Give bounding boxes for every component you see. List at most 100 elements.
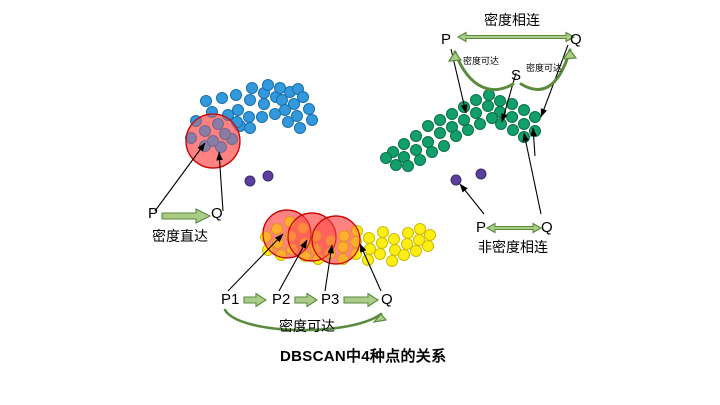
data-point [462, 124, 474, 136]
data-point [389, 244, 401, 256]
series-noise-left [244, 170, 274, 187]
data-point [312, 253, 324, 265]
arrow-density-direct [161, 208, 212, 224]
data-point [390, 159, 402, 171]
data-point [294, 122, 306, 134]
arrow-chain-p2-p3 [294, 292, 319, 308]
leader-lines-blue [154, 142, 224, 212]
data-point [422, 136, 434, 148]
label-p2: P2 [272, 291, 291, 308]
data-point [364, 243, 376, 255]
data-point [306, 114, 318, 126]
data-point [297, 91, 309, 103]
data-point [506, 111, 518, 123]
data-point [279, 104, 291, 116]
series-green-cluster [380, 89, 541, 172]
data-point [200, 95, 212, 107]
label-q-density-direct: Q [211, 205, 223, 222]
data-point [363, 232, 375, 244]
data-point [244, 122, 256, 134]
data-point [243, 111, 255, 123]
data-point [338, 230, 350, 242]
yellow-eps-circle-1-overlay [262, 209, 312, 259]
data-point [274, 82, 286, 94]
data-point [458, 114, 470, 126]
data-point [258, 98, 270, 110]
arrow-chain-p1-p2 [243, 292, 268, 308]
label-p3: P3 [321, 291, 340, 308]
data-point [377, 226, 389, 238]
label-q-chain: Q [381, 291, 393, 308]
data-point [246, 82, 258, 94]
data-point [230, 89, 242, 101]
data-point [446, 108, 458, 120]
data-point [483, 89, 495, 101]
data-point [424, 229, 436, 241]
label-p-not-connected: P [476, 219, 487, 236]
data-point [303, 103, 315, 115]
data-point [398, 138, 410, 150]
data-point [244, 175, 256, 187]
data-point [507, 124, 519, 136]
data-point [199, 125, 211, 137]
caption-density-reachable: 密度可达 [279, 318, 335, 334]
data-point [401, 238, 413, 250]
data-point [297, 222, 309, 234]
data-point [494, 95, 506, 107]
data-point [374, 248, 386, 260]
arrow-chain-p3-q [343, 292, 380, 308]
caption-not-density-connected: 非密度相连 [478, 239, 548, 255]
data-point [450, 130, 462, 142]
data-point [450, 174, 462, 186]
data-point [222, 109, 234, 121]
caption-reachable-left: 密度可达 [463, 56, 500, 66]
caption-density-direct: 密度直达 [152, 228, 208, 244]
data-point [414, 154, 426, 166]
data-point [380, 152, 392, 164]
data-point [256, 111, 268, 123]
arrow-not-density-connected [485, 222, 543, 234]
data-point [362, 254, 374, 266]
arrow-reachable-s-to-q [519, 48, 578, 91]
data-point [232, 104, 244, 116]
data-point [474, 118, 486, 130]
arrow-density-reachable-curve [223, 308, 388, 332]
data-point [244, 94, 256, 106]
data-point [422, 240, 434, 252]
data-point [410, 144, 422, 156]
data-point [518, 118, 530, 130]
caption-reachable-right: 密度可达 [526, 63, 563, 73]
arrow-density-connected [456, 31, 576, 43]
page-title: DBSCAN中4种点的关系 [280, 348, 447, 365]
data-point [216, 92, 228, 104]
data-point [434, 114, 446, 126]
data-point [288, 98, 300, 110]
data-point [506, 98, 518, 110]
data-point [482, 100, 494, 112]
data-point [402, 227, 414, 239]
data-point [529, 125, 541, 137]
data-point [282, 116, 294, 128]
caption-density-connected: 密度相连 [484, 12, 540, 28]
data-point [291, 110, 303, 122]
eps-circles-overlay-group [185, 113, 361, 265]
arrow-reachable-s-to-p [447, 50, 515, 91]
yellow-eps-circle-3-overlay [311, 215, 361, 265]
data-point [207, 135, 219, 147]
data-point [269, 108, 281, 120]
data-point [262, 79, 274, 91]
data-point [475, 168, 487, 180]
data-point [422, 120, 434, 132]
data-point [414, 223, 426, 235]
label-p1: P1 [221, 291, 240, 308]
data-point [486, 112, 498, 124]
data-point [434, 127, 446, 139]
data-point [402, 160, 414, 172]
label-q-not-connected: Q [541, 219, 553, 236]
data-point [386, 255, 398, 267]
data-point [262, 170, 274, 182]
label-p-connected: P [441, 31, 452, 48]
label-p-density-direct: P [148, 205, 159, 222]
data-point [470, 94, 482, 106]
